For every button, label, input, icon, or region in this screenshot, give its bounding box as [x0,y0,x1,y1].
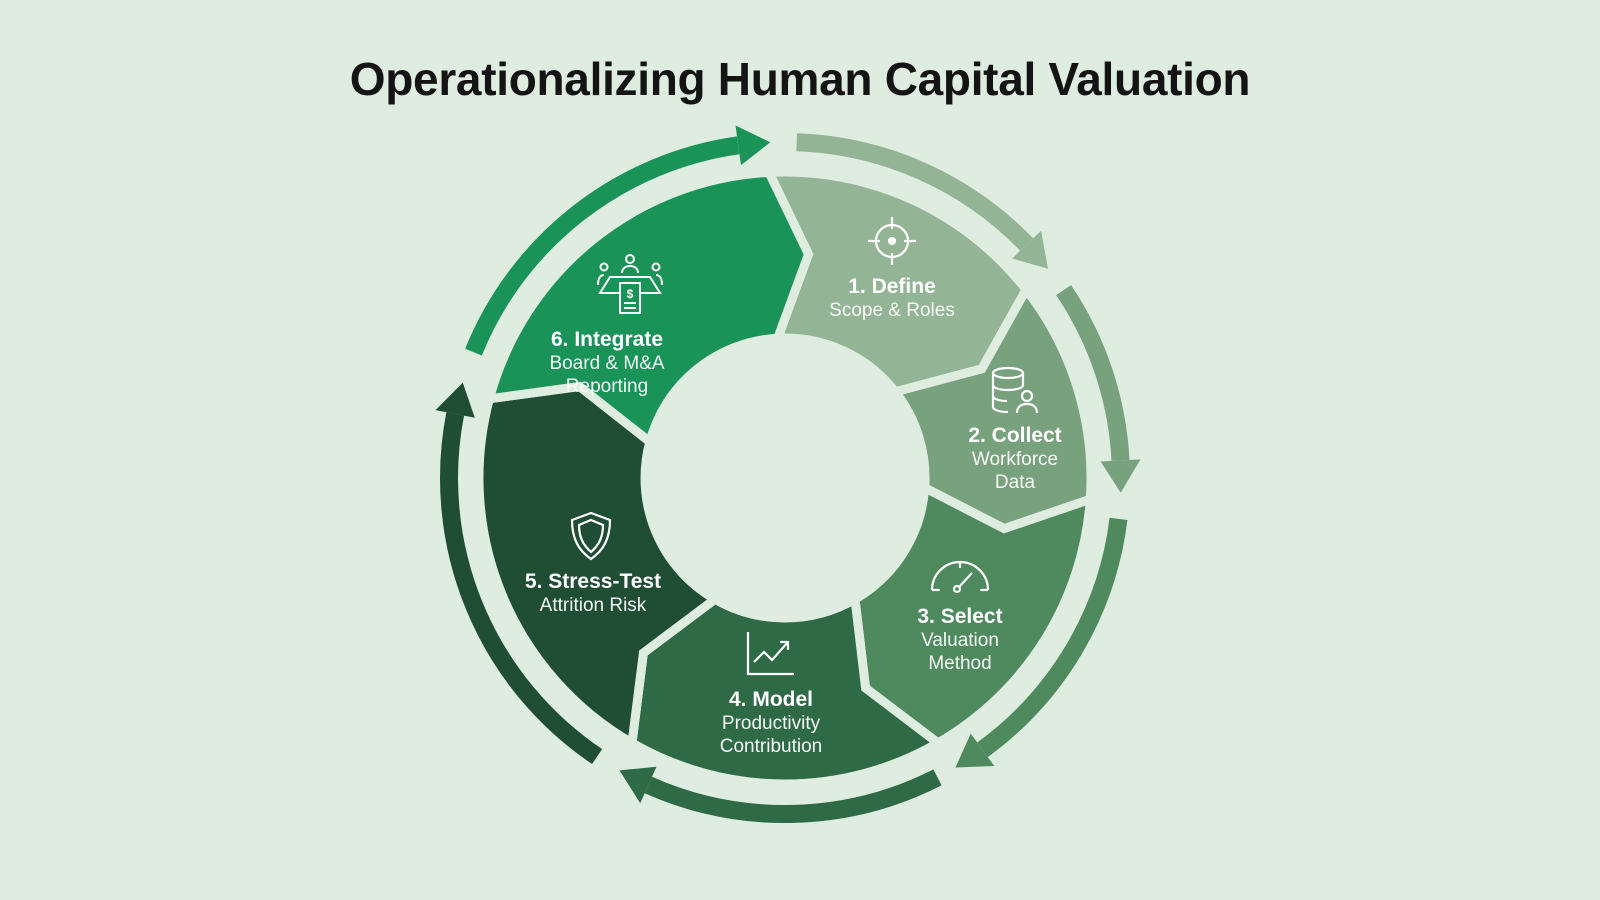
step-4-label: 4. Model Productivity Contribution [661,687,881,758]
step-subtitle: Attrition Risk [539,595,647,616]
step-subtitle: Data [994,472,1036,493]
svg-text:$: $ [627,287,634,301]
step-subtitle: Reporting [565,376,649,397]
shield-icon [570,511,612,561]
cycle-arrow-arc [440,412,603,765]
database-user-icon [991,366,1039,414]
arrowhead-icon [735,125,771,166]
step-subtitle: Board & M&A [549,353,665,374]
cycle-arrow-arc [796,133,1034,251]
cycle-arrow-arc [1056,285,1130,461]
arrowhead-icon [435,382,475,418]
cycle-segment-step-6 [483,167,814,450]
step-title: 1. Define [848,275,936,298]
arrowhead-icon [619,766,657,804]
center-hole [649,342,921,614]
step-subtitle: Workforce [971,449,1059,470]
arrowhead-icon [1100,459,1141,493]
step-title: 6. Integrate [550,328,664,351]
step-3-label: 3. Select Valuation Method [850,604,1070,675]
cycle-arrow-arc [977,517,1128,758]
step-5-label: 5. Stress-Test Attrition Risk [483,569,703,617]
step-title: 4. Model [728,688,813,711]
cycle-segment-step-3 [850,480,1096,749]
cycle-segment-step-1 [762,167,1032,397]
step-title: 2. Collect [968,424,1062,447]
cycle-arrow-arc [644,769,942,823]
step-subtitle: Scope & Roles [829,300,955,321]
step-subtitle: Method [928,653,992,674]
step-6-label: 6. Integrate Board & M&A Reporting [497,327,717,398]
step-subtitle: Contribution [719,736,823,757]
step-title: 5. Stress-Test [524,570,662,593]
step-1-label: 1. Define Scope & Roles [782,274,1002,322]
step-subtitle: Productivity [721,713,821,734]
arrowhead-icon [1012,230,1048,269]
cycle-arrow-arc [465,136,740,356]
target-icon [868,217,916,265]
page-title: Operationalizing Human Capital Valuation [349,53,1251,105]
board-meeting-icon: $ [597,254,663,314]
cycle-segment-step-5 [474,381,724,751]
step-2-label: 2. Collect Workforce Data [905,423,1125,494]
arrowhead-icon [955,733,995,768]
trend-chart-icon [746,632,794,676]
gauge-icon [930,560,990,594]
step-title: 3. Select [917,605,1003,628]
step-subtitle: Valuation [921,630,999,651]
cycle-segment-step-4 [627,591,947,789]
